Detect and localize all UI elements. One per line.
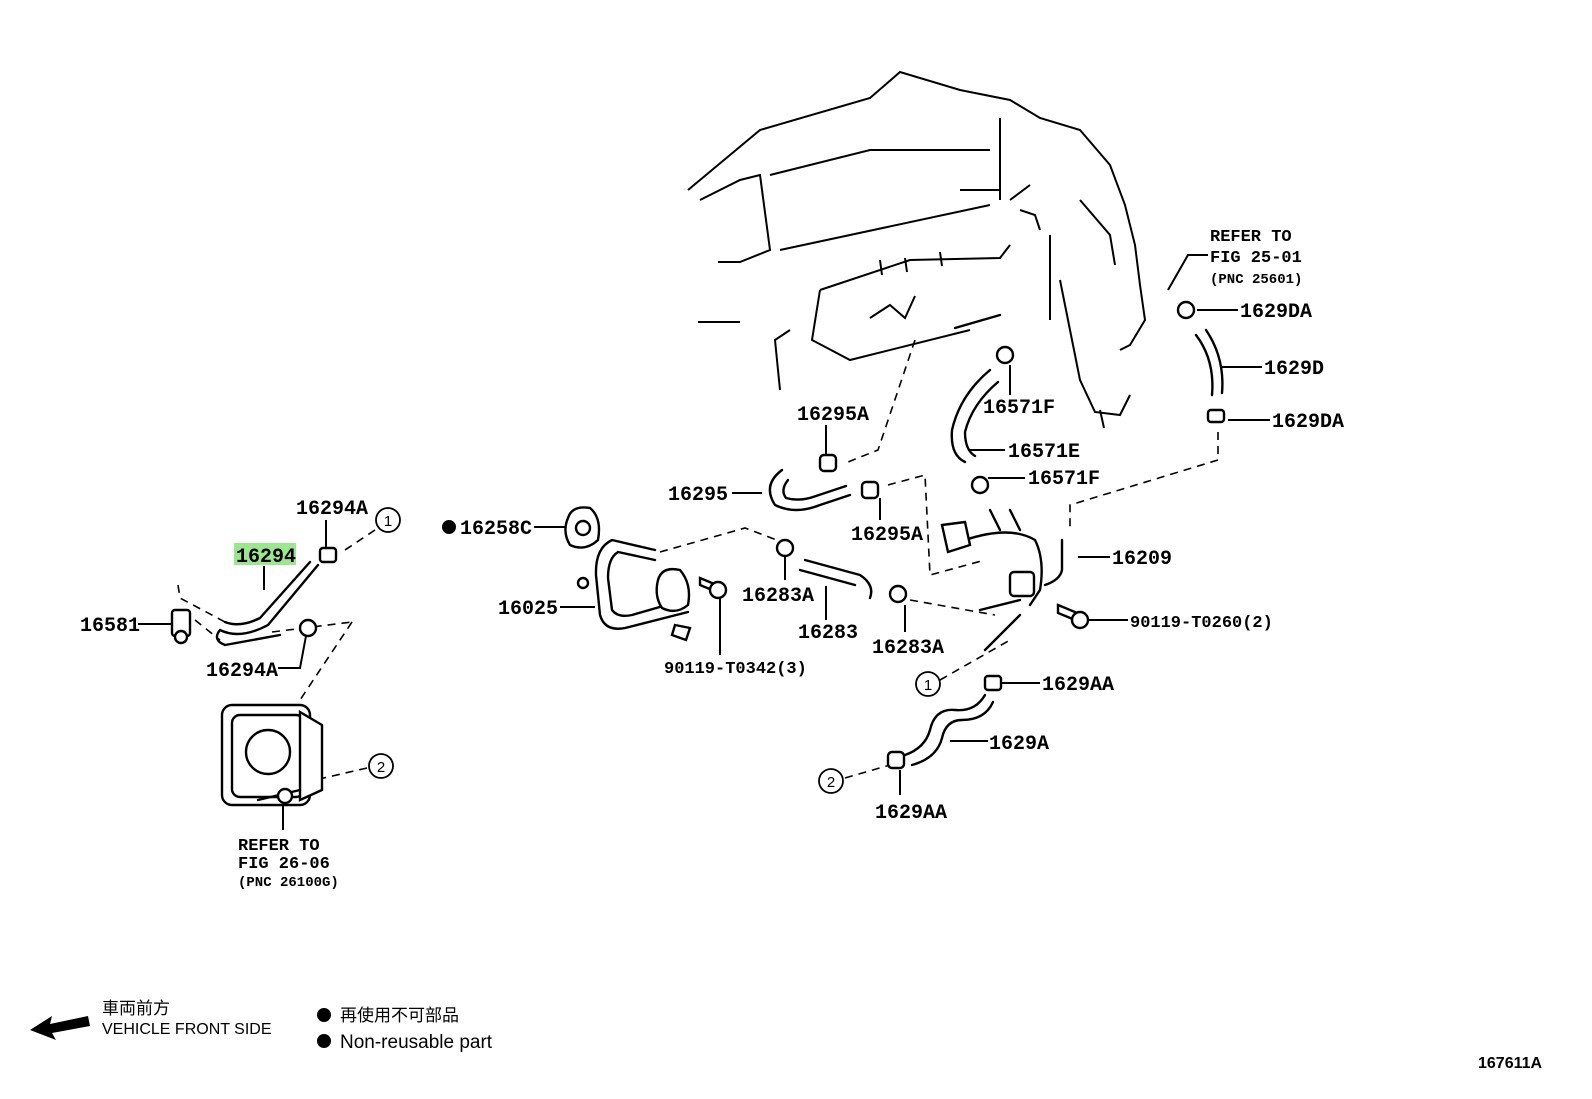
svg-text:VEHICLE FRONT SIDE: VEHICLE FRONT SIDE (102, 1021, 272, 1038)
bullet-icon (317, 1034, 331, 1048)
bolt-90119-T0260 (1056, 603, 1090, 630)
pipe-16209 (940, 508, 1064, 652)
callout-1-top: 1 (375, 507, 401, 533)
label-1629A[interactable]: 1629A (989, 733, 1049, 756)
label-1629DA-bottom[interactable]: 1629DA (1272, 411, 1344, 434)
callout-1-bottom: 1 (915, 671, 941, 697)
svg-text:車両前方: 車両前方 (102, 999, 170, 1018)
label-16571F-bottom[interactable]: 16571F (1028, 468, 1100, 491)
label-90119-T0342[interactable]: 90119-T0342(3) (664, 660, 807, 679)
svg-text:FIG 26-06: FIG 26-06 (238, 855, 330, 874)
hose-1629D (1194, 328, 1224, 397)
clamp-16295A-bottom (860, 480, 880, 500)
clamp-1629DA-top (1176, 300, 1196, 320)
label-16294A-top[interactable]: 16294A (296, 498, 368, 521)
label-1629D[interactable]: 1629D (1264, 358, 1324, 381)
label-16209[interactable]: 16209 (1112, 548, 1172, 571)
front-arrow-icon (30, 1016, 90, 1040)
svg-text:(PNC 25601): (PNC 25601) (1210, 272, 1302, 288)
leader-lines (138, 254, 1270, 830)
legend-non-reusable: 再使用不可部品 Non-reusable part (317, 1005, 493, 1053)
pipe-16025 (576, 538, 692, 642)
clamp-16571F-top (995, 345, 1015, 365)
svg-text:REFER TO: REFER TO (1210, 228, 1292, 247)
svg-text:Non-reusable part: Non-reusable part (340, 1032, 493, 1053)
svg-text:1: 1 (384, 513, 392, 530)
svg-text:2: 2 (377, 759, 385, 776)
svg-text:2: 2 (827, 774, 835, 791)
figure-id: 167611A (1478, 1055, 1543, 1072)
hose-1629A (903, 693, 995, 767)
callout-2-left: 2 (368, 753, 394, 779)
hose-16571E (950, 368, 1000, 464)
clamp-16294A-bottom (298, 618, 318, 638)
throttle-body (220, 703, 324, 807)
label-16295A-top[interactable]: 16295A (797, 404, 869, 427)
gasket-16258C (564, 506, 601, 549)
label-1629AA-bottom[interactable]: 1629AA (875, 802, 947, 825)
refer-fig-26: REFER TO FIG 26-06 (PNC 26100G) (238, 837, 339, 891)
label-16294-highlighted[interactable]: 16294 (234, 543, 296, 569)
non-reusable-dot-icon (442, 520, 456, 534)
label-16294A-bottom[interactable]: 16294A (206, 660, 278, 683)
clamp-16571F-bottom (970, 475, 990, 495)
bullet-icon (317, 1008, 331, 1022)
svg-text:16294: 16294 (236, 546, 296, 569)
svg-text:1: 1 (924, 677, 932, 694)
label-16295[interactable]: 16295 (668, 484, 728, 507)
label-16571F-top[interactable]: 16571F (983, 397, 1055, 420)
clamp-16283A-right (888, 584, 908, 604)
label-16283A-left[interactable]: 16283A (742, 585, 814, 608)
svg-text:REFER TO: REFER TO (238, 837, 320, 856)
svg-text:(PNC 26100G): (PNC 26100G) (238, 875, 339, 891)
clamp-1629DA-bottom (1206, 408, 1226, 424)
legend-vehicle-front: 車両前方 VEHICLE FRONT SIDE (30, 999, 272, 1040)
clamp-1629AA-bottom (886, 750, 906, 770)
label-16571E[interactable]: 16571E (1008, 441, 1080, 464)
clamp-16283A-left (775, 538, 795, 558)
callout-2-right: 2 (818, 768, 844, 794)
fitting-16581 (170, 608, 192, 645)
bolt-90119-T0342 (698, 576, 728, 600)
hose-16283 (798, 558, 873, 600)
label-16295A-bottom[interactable]: 16295A (851, 524, 923, 547)
label-16581[interactable]: 16581 (80, 615, 140, 638)
clamp-1629AA-top (983, 674, 1003, 692)
clamp-16295A-top (818, 453, 838, 473)
clamp-16294A-top (318, 546, 338, 564)
svg-text:16258C: 16258C (460, 518, 532, 541)
engine-outline (687, 70, 1147, 429)
label-16283[interactable]: 16283 (798, 622, 858, 645)
hose-16294 (215, 560, 320, 647)
refer-fig-25: REFER TO FIG 25-01 (PNC 25601) (1210, 228, 1302, 288)
label-1629DA-top[interactable]: 1629DA (1240, 301, 1312, 324)
label-16283A-right[interactable]: 16283A (872, 637, 944, 660)
svg-text:再使用不可部品: 再使用不可部品 (340, 1005, 459, 1025)
hose-16295 (768, 468, 852, 512)
svg-text:FIG 25-01: FIG 25-01 (1210, 249, 1302, 268)
label-16025[interactable]: 16025 (498, 598, 558, 621)
label-90119-T0260[interactable]: 90119-T0260(2) (1130, 614, 1273, 633)
label-1629AA-top[interactable]: 1629AA (1042, 674, 1114, 697)
label-16258C[interactable]: 16258C (442, 518, 532, 541)
guide-lines (177, 339, 1219, 781)
